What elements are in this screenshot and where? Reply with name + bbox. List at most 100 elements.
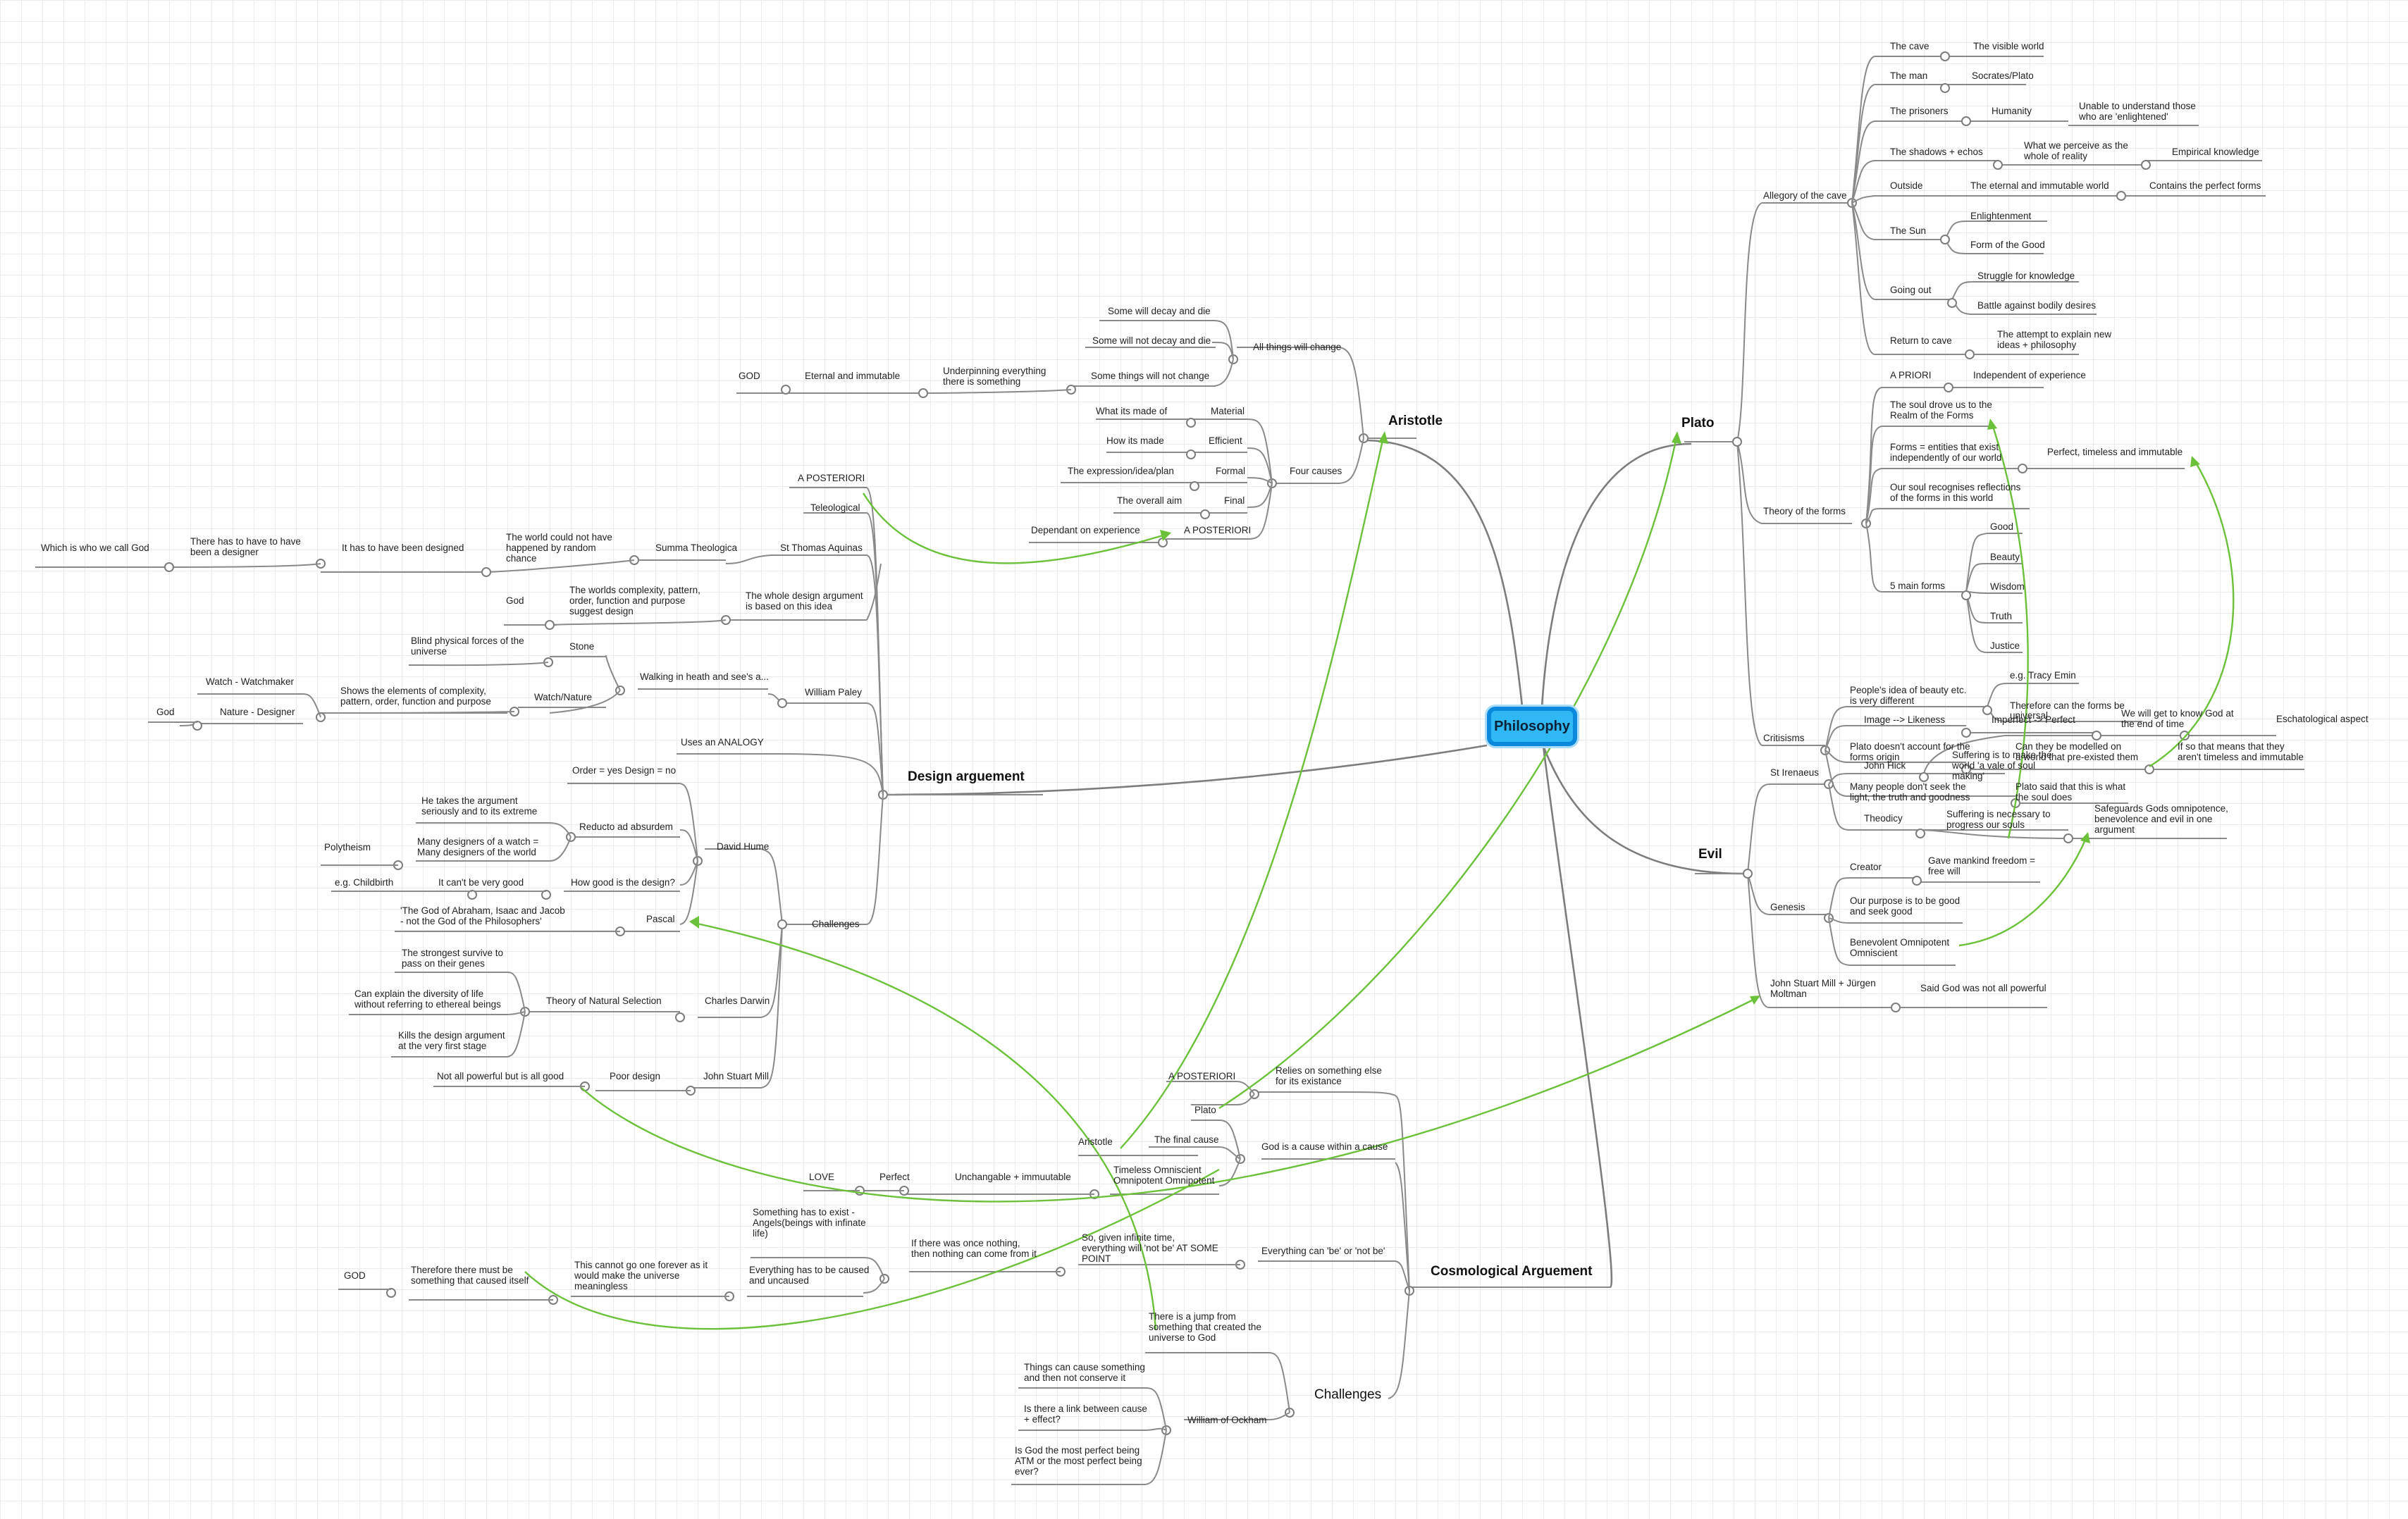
node-timeless[interactable]: Timeless Omniscient [1113, 1165, 1202, 1175]
node-god-design[interactable]: God [506, 595, 524, 606]
node-god-cause[interactable]: God is a cause within a cause [1261, 1141, 1388, 1152]
node-apriori[interactable]: A PRIORI [1890, 370, 1932, 380]
branch-evil[interactable]: Evil [1698, 847, 1722, 862]
node-eternal[interactable]: Eternal and immutable [805, 371, 900, 381]
node-know-god[interactable]: We will get to know God at [2121, 708, 2234, 719]
node-perfect-timeless[interactable]: Perfect, timeless and immutable [2047, 447, 2182, 457]
node-many-designers[interactable]: Many designers of a watch = [417, 836, 538, 847]
node-strongest[interactable]: The strongest survive to [402, 948, 503, 958]
node-shadows[interactable]: The shadows + echos [1890, 147, 1983, 157]
node-formal[interactable]: Formal [1216, 466, 1245, 476]
node-cave[interactable]: The cave [1890, 41, 1930, 51]
node-link[interactable]: Is there a link between cause [1024, 1403, 1147, 1414]
node-ockham[interactable]: William of Ockham [1187, 1415, 1267, 1425]
node-be-not[interactable]: Everything can 'be' or 'not be' [1261, 1246, 1385, 1256]
node-teleological[interactable]: Teleological [810, 502, 860, 513]
node-imperfect[interactable]: Imperfect -> Perfect [1992, 714, 2075, 725]
node-eternal-world[interactable]: The eternal and immutable world [1970, 180, 2109, 191]
node-pascal[interactable]: Pascal [646, 914, 675, 924]
node-efficient[interactable]: Efficient [1209, 435, 1242, 446]
node-call-god[interactable]: Which is who we call God [41, 542, 149, 553]
node-infinite[interactable]: So, given infinite time, [1082, 1232, 1175, 1243]
node-visible-world[interactable]: The visible world [1973, 41, 2044, 51]
node-dependant[interactable]: Dependant on experience [1031, 525, 1140, 535]
node-natural-selection[interactable]: Theory of Natural Selection [546, 996, 662, 1006]
node-random[interactable]: The world could not have [506, 532, 612, 542]
node-independent[interactable]: Independent of experience [1973, 370, 2086, 380]
node-analogy[interactable]: Uses an ANALOGY [681, 737, 764, 748]
node-order-design[interactable]: Order = yes Design = no [572, 765, 676, 776]
node-perfect-being[interactable]: Is God the most perfect being [1015, 1445, 1140, 1456]
node-empirical[interactable]: Empirical knowledge [2172, 147, 2259, 157]
node-form-truth[interactable]: Truth [1990, 611, 2012, 621]
node-critisisms[interactable]: Critisisms [1763, 733, 1805, 743]
node-contains-forms[interactable]: Contains the perfect forms [2149, 180, 2261, 191]
node-mill-moltman[interactable]: John Stuart Mill + Jürgen [1770, 978, 1876, 988]
node-angels[interactable]: Something has to exist - [753, 1207, 855, 1217]
node-humanity[interactable]: Humanity [1992, 106, 2032, 116]
node-socrates[interactable]: Socrates/Plato [1972, 70, 2034, 81]
node-sun[interactable]: The Sun [1890, 225, 1926, 236]
node-man[interactable]: The man [1890, 70, 1927, 81]
node-challenges-design[interactable]: Challenges [812, 919, 860, 929]
node-god-paley[interactable]: God [156, 707, 175, 717]
node-kills[interactable]: Kills the design argument [398, 1030, 505, 1041]
node-final[interactable]: Final [1224, 495, 1245, 506]
node-made-of[interactable]: What its made of [1096, 406, 1168, 416]
node-theory-of-forms[interactable]: Theory of the forms [1763, 506, 1846, 516]
node-god-aristotle[interactable]: GOD [739, 371, 760, 381]
node-not-decay[interactable]: Some will not decay and die [1092, 335, 1211, 346]
node-forms-entities[interactable]: Forms = entities that exist [1890, 442, 1999, 452]
node-safeguards[interactable]: Safeguards Gods omnipotence, [2094, 803, 2228, 814]
node-plato-cosmo[interactable]: Plato [1194, 1105, 1216, 1115]
node-complexity[interactable]: The worlds complexity, pattern, [569, 585, 700, 595]
node-watch[interactable]: Watch/Nature [534, 692, 592, 702]
node-freedom[interactable]: Gave mankind freedom = [1928, 855, 2035, 866]
node-aristotle-cosmo[interactable]: Aristotle [1078, 1136, 1113, 1147]
node-mill-design[interactable]: John Stuart Mill [703, 1071, 769, 1081]
node-once-nothing[interactable]: If there was once nothing, [911, 1238, 1020, 1248]
node-form-wisdom[interactable]: Wisdom [1990, 581, 2025, 592]
node-watchmaker[interactable]: Watch - Watchmaker [206, 676, 295, 687]
node-form-justice[interactable]: Justice [1990, 640, 2020, 651]
node-abraham[interactable]: 'The God of Abraham, Isaac and Jacob [400, 905, 565, 916]
node-forever[interactable]: This cannot go one forever as it [574, 1260, 708, 1270]
node-modelled[interactable]: Can they be modelled on [2015, 741, 2121, 752]
node-aquinas[interactable]: St Thomas Aquinas [780, 542, 863, 553]
node-aposteriori-cosmo[interactable]: A POSTERIORI [1168, 1071, 1235, 1081]
node-genesis[interactable]: Genesis [1770, 902, 1805, 912]
node-polytheism[interactable]: Polytheism [324, 842, 371, 852]
node-conserve[interactable]: Things can cause something [1024, 1362, 1145, 1372]
node-overall-aim[interactable]: The overall aim [1117, 495, 1182, 506]
node-cant-good[interactable]: It can't be very good [438, 877, 524, 888]
node-john-hick[interactable]: John Hick [1864, 760, 1906, 771]
node-underpinning[interactable]: Underpinning everything [943, 366, 1046, 376]
node-aposteriori-design[interactable]: A POSTERIORI [798, 473, 865, 483]
node-if-so[interactable]: If so that means that they [2178, 741, 2285, 752]
node-stone[interactable]: Stone [569, 641, 594, 652]
node-not-powerful[interactable]: Said God was not all powerful [1920, 983, 2046, 993]
node-eschatological[interactable]: Eschatological aspect [2276, 714, 2369, 724]
node-tracy[interactable]: e.g. Tracy Emin [2010, 670, 2076, 681]
node-many-people[interactable]: Many people don't seek the [1850, 781, 1966, 792]
node-all-change[interactable]: All things will change [1253, 342, 1341, 352]
node-struggle[interactable]: Struggle for knowledge [1977, 271, 2075, 281]
node-nature-designer[interactable]: Nature - Designer [220, 707, 295, 717]
branch-design[interactable]: Design arguement [908, 769, 1025, 784]
node-form-beauty[interactable]: Beauty [1990, 552, 2020, 562]
node-vale[interactable]: Suffering is to make the [1952, 750, 2052, 760]
node-whole-design[interactable]: The whole design argument [746, 590, 863, 601]
node-reducto[interactable]: Reducto ad absurdem [579, 822, 673, 832]
node-hume[interactable]: David Hume [717, 841, 769, 852]
node-soul-recognises[interactable]: Our soul recognises reflections [1890, 482, 2021, 492]
node-unable[interactable]: Unable to understand those [2079, 101, 2196, 111]
node-paley[interactable]: William Paley [805, 687, 862, 698]
node-creator[interactable]: Creator [1850, 862, 1882, 872]
node-aposteriori-aristotle[interactable]: A POSTERIORI [1184, 525, 1251, 535]
node-how-made[interactable]: How its made [1106, 435, 1164, 446]
node-purpose[interactable]: Our purpose is to be good [1850, 895, 1960, 906]
central-topic-philosophy[interactable]: Philosophy [1487, 707, 1577, 746]
node-decay[interactable]: Some will decay and die [1108, 306, 1211, 316]
branch-cosmo-challenges[interactable]: Challenges [1314, 1387, 1381, 1402]
node-perceive[interactable]: What we perceive as the [2024, 140, 2128, 151]
